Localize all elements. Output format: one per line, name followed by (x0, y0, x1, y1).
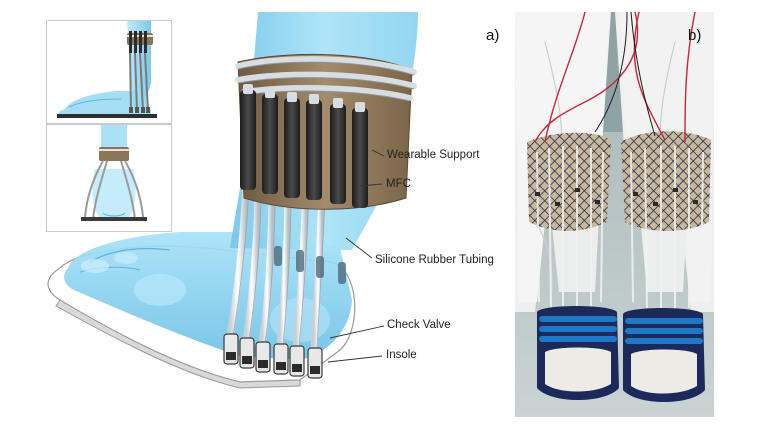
foot-device-illustration (47, 12, 418, 389)
right-mesh-device (621, 131, 711, 231)
cad-rendering-panel: Wearable Support MFC Silicone Rubber Tub… (46, 12, 500, 389)
left-slipper (537, 306, 619, 400)
callout-mfc: MFC (386, 178, 411, 190)
callout-wearable-support: Wearable Support (387, 149, 480, 161)
panel-label-b: b) (688, 27, 702, 44)
mfc-actuators (240, 90, 368, 208)
red-wires (534, 12, 696, 143)
callout-silicone-rubber-tubing: Silicone Rubber Tubing (375, 254, 494, 266)
callout-check-valve: Check Valve (387, 319, 451, 331)
left-mesh-device (527, 132, 611, 231)
rubber-tubing-segments (274, 246, 346, 284)
panel-label-a: a) (486, 27, 500, 44)
right-slipper (623, 308, 705, 402)
check-valves (223, 333, 323, 379)
photo-legs-with-devices (515, 12, 714, 417)
front-view-illustration (81, 125, 147, 221)
photo-panel (515, 12, 714, 417)
front-view-inset (46, 124, 172, 232)
callout-insole: Insole (386, 349, 417, 361)
side-view-inset (46, 20, 172, 124)
leader-lines (327, 149, 385, 363)
foot-shape (64, 232, 353, 360)
side-view-illustration (57, 21, 157, 118)
